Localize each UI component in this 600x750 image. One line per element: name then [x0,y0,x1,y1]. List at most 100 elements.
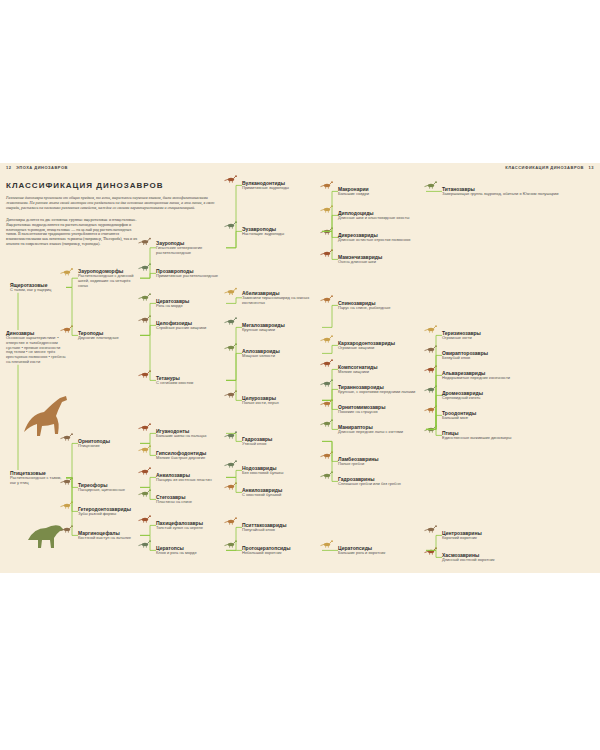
clade-description: Большие шипы на пальцах [156,434,226,439]
dinosaur-icon [425,425,437,432]
clade-connector [426,429,442,435]
clade-description: Полые кости, перья [242,401,322,406]
clade-connector [426,550,442,557]
clade-label: ТираннозавроидыКрупные, с короткими пере… [338,384,426,395]
dinosaur-icon [425,405,437,412]
clade-description: Большие рога и воротник [338,551,426,556]
clade-description: Настоящие зауроподы [242,232,322,237]
clade-description: Завершающая группа зауропод, обитали в Ю… [442,192,562,197]
clade-description: Очень длинные шеи [338,260,426,265]
dinosaur-icon [225,175,237,182]
clade-label: ПтицыЕдинственные выжившие динозавры [442,430,562,441]
dinosaur-icon [61,525,73,532]
clade-description: Крупные, с короткими передними лапами [338,390,426,395]
clade-description: Птиценогие [78,444,140,449]
clade-connector [226,477,242,492]
dinosaur-icon [61,433,73,440]
dinosaur-icon [139,315,151,322]
clade-label: ТеризинозаврыОгромные когти [442,330,562,341]
intro-text: Различные динозавры произошли от общих п… [6,196,228,210]
clade-description: Полые гребни [338,462,426,467]
dinosaur-icon [321,249,333,256]
dinosaur-icon [139,489,151,496]
dinosaur-icon [139,515,151,522]
clade-connector [322,215,338,231]
clade-connector [226,298,242,304]
clade-connector [140,487,156,499]
dinosaur-icon [225,540,237,547]
dinosaur-icon [321,419,333,426]
dinosaur-icon [321,205,333,212]
clade-description: Пластины на спине [156,500,226,505]
dinosaur-icon [425,525,437,532]
page-number: 12 [6,166,11,171]
clade-description: Беззубый клюв [442,356,562,361]
running-head: КЛАССИФИКАЦИЯ ДИНОЗАВРОВ [505,166,584,171]
clade-connector [18,293,19,330]
clade-connector [66,443,78,477]
clade-description: С хвостовой булавой [242,493,322,498]
clade-description: Зубы разной формы [78,512,140,517]
clade-label: ТероподыДвуногие плотоядные [78,330,140,341]
clade-label: ПтицетазовыеРастительноядные с тазом, ка… [10,470,66,486]
dinosaur-icon [139,445,151,452]
clade-connector [322,441,338,461]
clade-description: Короткий воротник [442,536,562,541]
clade-description: Длинные шеи и хлыстовидные хвосты [338,216,426,221]
clade-connector [140,477,156,487]
page-number: 13 [589,166,594,171]
clade-label: ЦелофизоидыСтройные ранние хищники [156,320,226,331]
clade-label: ПротоцератопсидыНебольшой воротник [242,545,322,556]
dinosaur-icon [225,343,237,350]
clade-description: Утиный клюв [242,442,322,447]
clade-connector [140,443,156,455]
clade-connector [322,389,338,400]
clade-description: Рога на морде [156,304,226,309]
clade-connector [226,327,242,380]
clade-connector [226,470,242,477]
clade-connector [66,478,78,536]
clade-label: ПахицефалозаврыТолстый купол на черепе [156,520,226,531]
clade-connector [426,535,442,550]
dinosaur-icon [225,288,237,295]
dinosaur-icon [139,263,151,270]
clade-connector [322,231,338,259]
clade-label: СпинозавридыПарус на спине, рыбоядные [338,300,426,311]
clade-label: ЯщеротазовыеС тазом, как у ящериц [10,282,66,293]
dinosaur-icon [425,181,437,188]
clade-label: ДикреозавридыДлинные остистые отростки п… [338,232,426,243]
clade-label: АльварезавридыНедоразвитые передние коне… [442,370,562,381]
dinosaur-icon [139,370,151,377]
clade-label: ДромеозавридыСерповидный коготь [442,390,562,401]
clade-label: ИгуанодонтыБольшие шипы на пальцах [156,428,226,439]
dinosaur-icon [321,471,333,478]
clade-description: Растительноядные с тазом, как у птиц [10,476,66,486]
clade-connector [140,325,156,335]
clade-connector [140,248,156,278]
clade-label: МамэнчизавридыОчень длинные шеи [338,254,426,265]
clade-label: ОрнитоподыПтиценогие [78,438,140,449]
clade-description: Клюв и рога на морде [156,551,226,556]
dinosaur-icon [425,365,437,372]
dinosaur-icon [425,547,437,554]
dinosaur-icon [225,517,237,524]
clade-description: Длинные передние лапы с когтями [338,430,426,435]
clade-label: КархародонтозавридыОгромные хищники [338,340,426,351]
clade-description: Похожие на страусов [338,410,426,415]
clade-description: Крупные хищники [242,328,322,333]
clade-label: МанирапторыДлинные передние лапы с когтя… [338,424,426,435]
clade-connector [322,305,338,327]
clade-connector [140,525,156,535]
clade-label: ЦентрозавриныКороткий воротник [442,530,562,541]
clade-label: ВулканодонтидыПримитивные зауроподы [242,180,322,191]
dinosaur-illustration [24,396,67,436]
clade-label: СтегозаврыПластины на спине [156,494,226,505]
clade-label: ПситтакозавридыПопугайный клюв [242,522,322,533]
clade-description: Длинный костяной воротник [442,558,562,563]
clade-description: Гигантские четвероногие растительноядные [156,246,226,256]
dinosaur-icon [61,268,73,275]
clade-description: Попугайный клюв [242,528,322,533]
clade-connector [226,185,242,247]
dinosaur-icon [225,390,237,397]
